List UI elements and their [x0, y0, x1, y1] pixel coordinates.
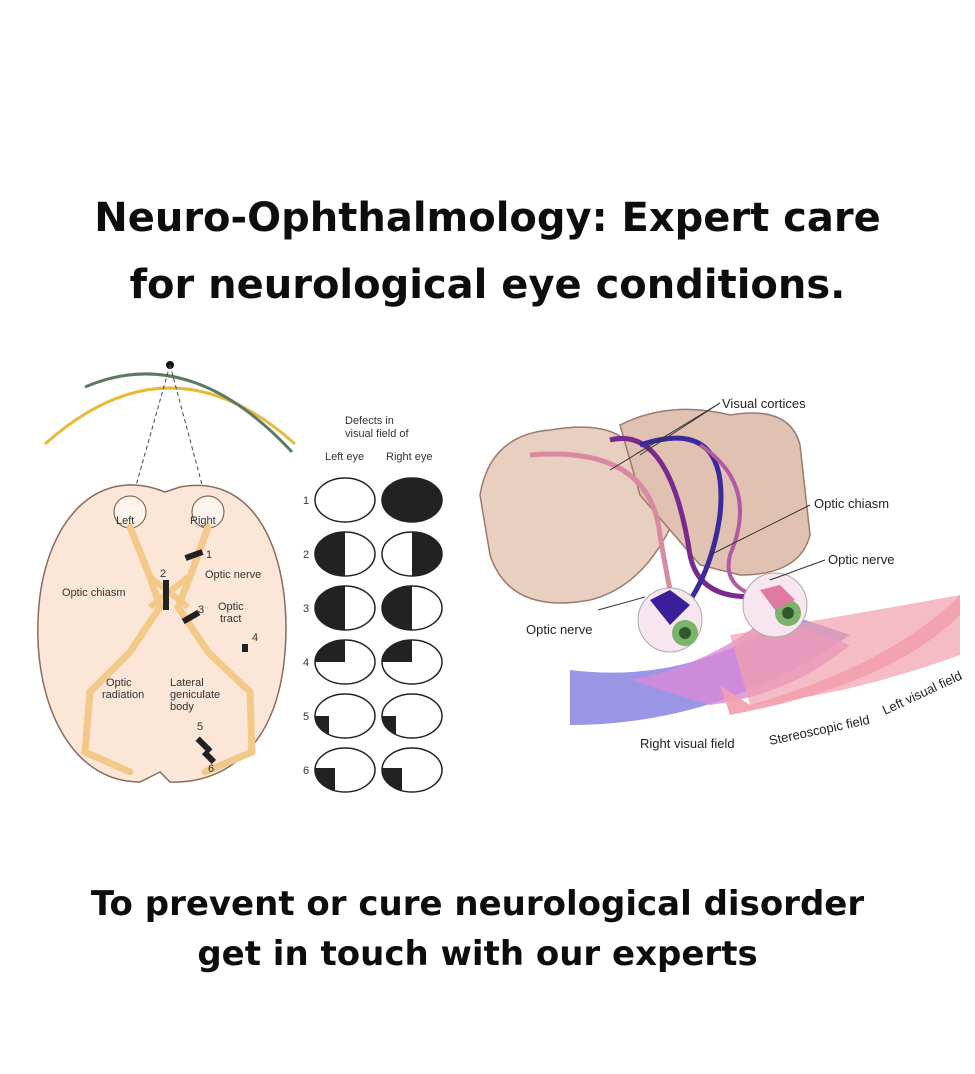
column-left-eye: Left eye	[325, 451, 364, 463]
defect-row-number: 2	[303, 549, 309, 561]
label-right: Right	[190, 515, 216, 527]
defect-row-number: 6	[303, 765, 309, 777]
lesion-number-4: 4	[252, 632, 258, 644]
left-visual-field-band	[720, 595, 960, 715]
left-eye-field	[314, 747, 376, 793]
label-optic-chiasm: Optic chiasm	[62, 587, 126, 599]
right-eye-field	[381, 747, 443, 793]
right-eye-field	[381, 585, 443, 631]
defects-title-1: Defects in	[345, 415, 394, 427]
lesion-number-2: 2	[160, 568, 166, 580]
defect-row-number: 3	[303, 603, 309, 615]
lesion-number-3: 3	[198, 604, 204, 616]
defect-row-number: 4	[303, 657, 309, 669]
label-right-visual-field: Right visual field	[640, 736, 735, 751]
right-eye-field	[381, 477, 443, 523]
left-eye-field	[314, 639, 376, 685]
stereoscopic-pathway-diagram: Visual cortices Optic chiasm Optic nerve…	[479, 396, 964, 751]
cortex-right	[619, 408, 811, 576]
headline-line-1: Neuro-Ophthalmology: Expert care	[94, 195, 881, 241]
defects-title-2: visual field of	[345, 428, 410, 440]
defect-row-number: 5	[303, 711, 309, 723]
column-right-eye: Right eye	[386, 451, 432, 463]
right-eye-field	[381, 639, 443, 685]
visual-field-arc-yellow	[43, 386, 297, 446]
lesion-number-6: 6	[208, 763, 214, 775]
label-lgb-1: Lateral	[170, 677, 204, 689]
lesion-number-1: 1	[206, 549, 212, 561]
right-eye-field	[381, 531, 443, 577]
label-optic-tract-2: tract	[220, 613, 241, 625]
left-eye-field	[314, 693, 376, 739]
lesion-number-5: 5	[197, 721, 203, 733]
label-lgb-3: body	[170, 701, 194, 713]
defect-row-number: 1	[303, 495, 309, 507]
label-lgb-2: geniculate	[170, 689, 220, 701]
visual-pathway-diagram: Left Right Optic nerve Optic chiasm Opti…	[37, 361, 297, 783]
left-eye-field	[314, 477, 376, 523]
label-optic-nerve-right: Optic nerve	[828, 552, 894, 567]
headline-line-2: for neurological eye conditions.	[129, 262, 846, 308]
label-visual-cortices: Visual cortices	[722, 396, 806, 411]
label-optic-nerve-left: Optic nerve	[526, 622, 592, 637]
label-optic-chiasm-3d: Optic chiasm	[814, 496, 889, 511]
footer-line-2: get in touch with our experts	[197, 934, 758, 974]
brain-outline	[37, 484, 287, 783]
visual-field-defects-panel: Defects in visual field of Left eye Righ…	[303, 415, 443, 793]
label-stereoscopic-field: Stereoscopic field	[768, 712, 872, 748]
visual-field-arc-green	[84, 372, 294, 454]
label-optic-tract-1: Optic	[218, 601, 244, 613]
label-optic-nerve: Optic nerve	[205, 569, 261, 581]
label-left: Left	[116, 515, 134, 527]
left-eye-field	[314, 531, 376, 577]
footer-line-1: To prevent or cure neurological disorder	[90, 884, 865, 924]
right-eye-field	[381, 693, 443, 739]
label-optic-radiation-2: radiation	[102, 689, 144, 701]
left-eye-field	[314, 585, 376, 631]
label-optic-radiation-1: Optic	[106, 677, 132, 689]
